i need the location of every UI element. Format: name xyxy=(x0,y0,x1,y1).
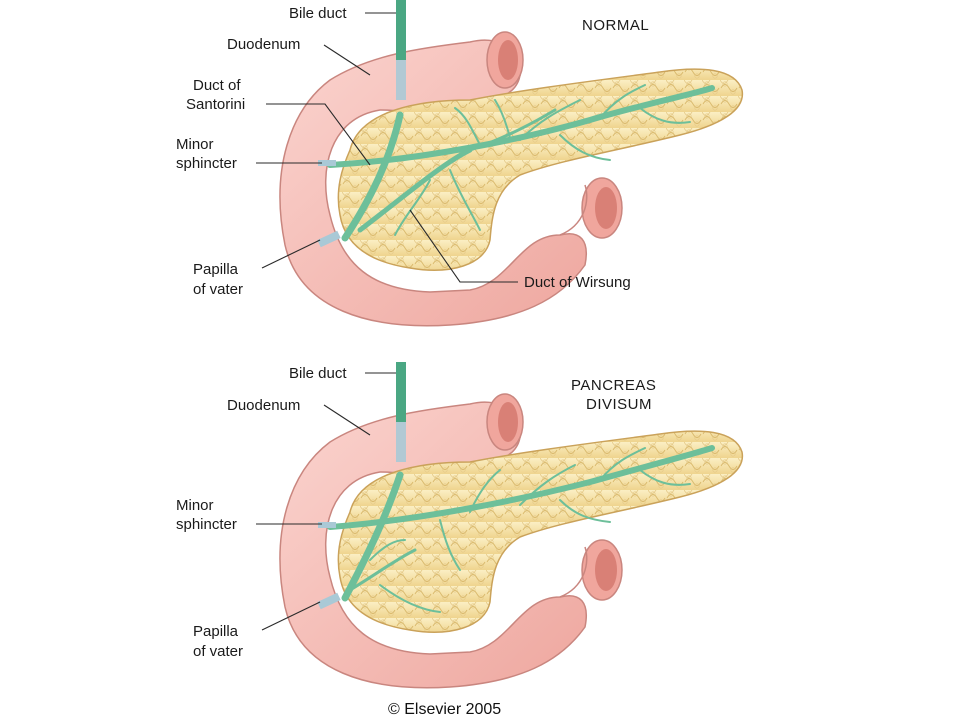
divisum-pancreatic-ducts xyxy=(327,445,715,613)
normal-label-wirsung: Duct of Wirsung xyxy=(524,274,631,291)
normal-label-minor-line2: sphincter xyxy=(176,155,237,172)
divisum-title-line2: DIVISUM xyxy=(586,396,652,413)
divisum-label-duodenum: Duodenum xyxy=(227,397,300,414)
normal-panel: Bile duct Duodenum Duct of Santorini Min… xyxy=(176,0,744,327)
normal-title: NORMAL xyxy=(582,17,649,34)
divisum-leader-lines xyxy=(256,372,396,631)
divisum-panel: Bile duct Duodenum Minor sphincter Papil… xyxy=(176,361,744,689)
normal-label-santorini-line1: Duct of xyxy=(193,77,241,94)
divisum-label-minor-line1: Minor xyxy=(176,497,214,514)
divisum-papilla-marker xyxy=(317,592,341,610)
normal-label-duodenum: Duodenum xyxy=(227,36,300,53)
normal-leader-lines xyxy=(256,12,518,283)
divisum-label-papilla-line1: Papilla xyxy=(193,623,239,640)
divisum-minor-sphincter-marker xyxy=(318,522,336,528)
normal-label-bile-duct: Bile duct xyxy=(289,5,347,22)
divisum-title-line1: PANCREAS xyxy=(571,377,656,394)
divisum-label-minor-line2: sphincter xyxy=(176,516,237,533)
normal-label-papilla-line2: of vater xyxy=(193,281,243,298)
normal-label-minor-line1: Minor xyxy=(176,136,214,153)
normal-papilla-marker xyxy=(317,230,341,248)
copyright-notice: © Elsevier 2005 xyxy=(388,701,501,718)
normal-minor-sphincter-marker xyxy=(318,160,336,166)
normal-label-santorini-line2: Santorini xyxy=(186,96,245,113)
normal-label-papilla-line1: Papilla xyxy=(193,261,239,278)
normal-pancreatic-ducts xyxy=(327,84,715,242)
divisum-label-papilla-line2: of vater xyxy=(193,643,243,660)
divisum-label-bile-duct: Bile duct xyxy=(289,365,347,382)
